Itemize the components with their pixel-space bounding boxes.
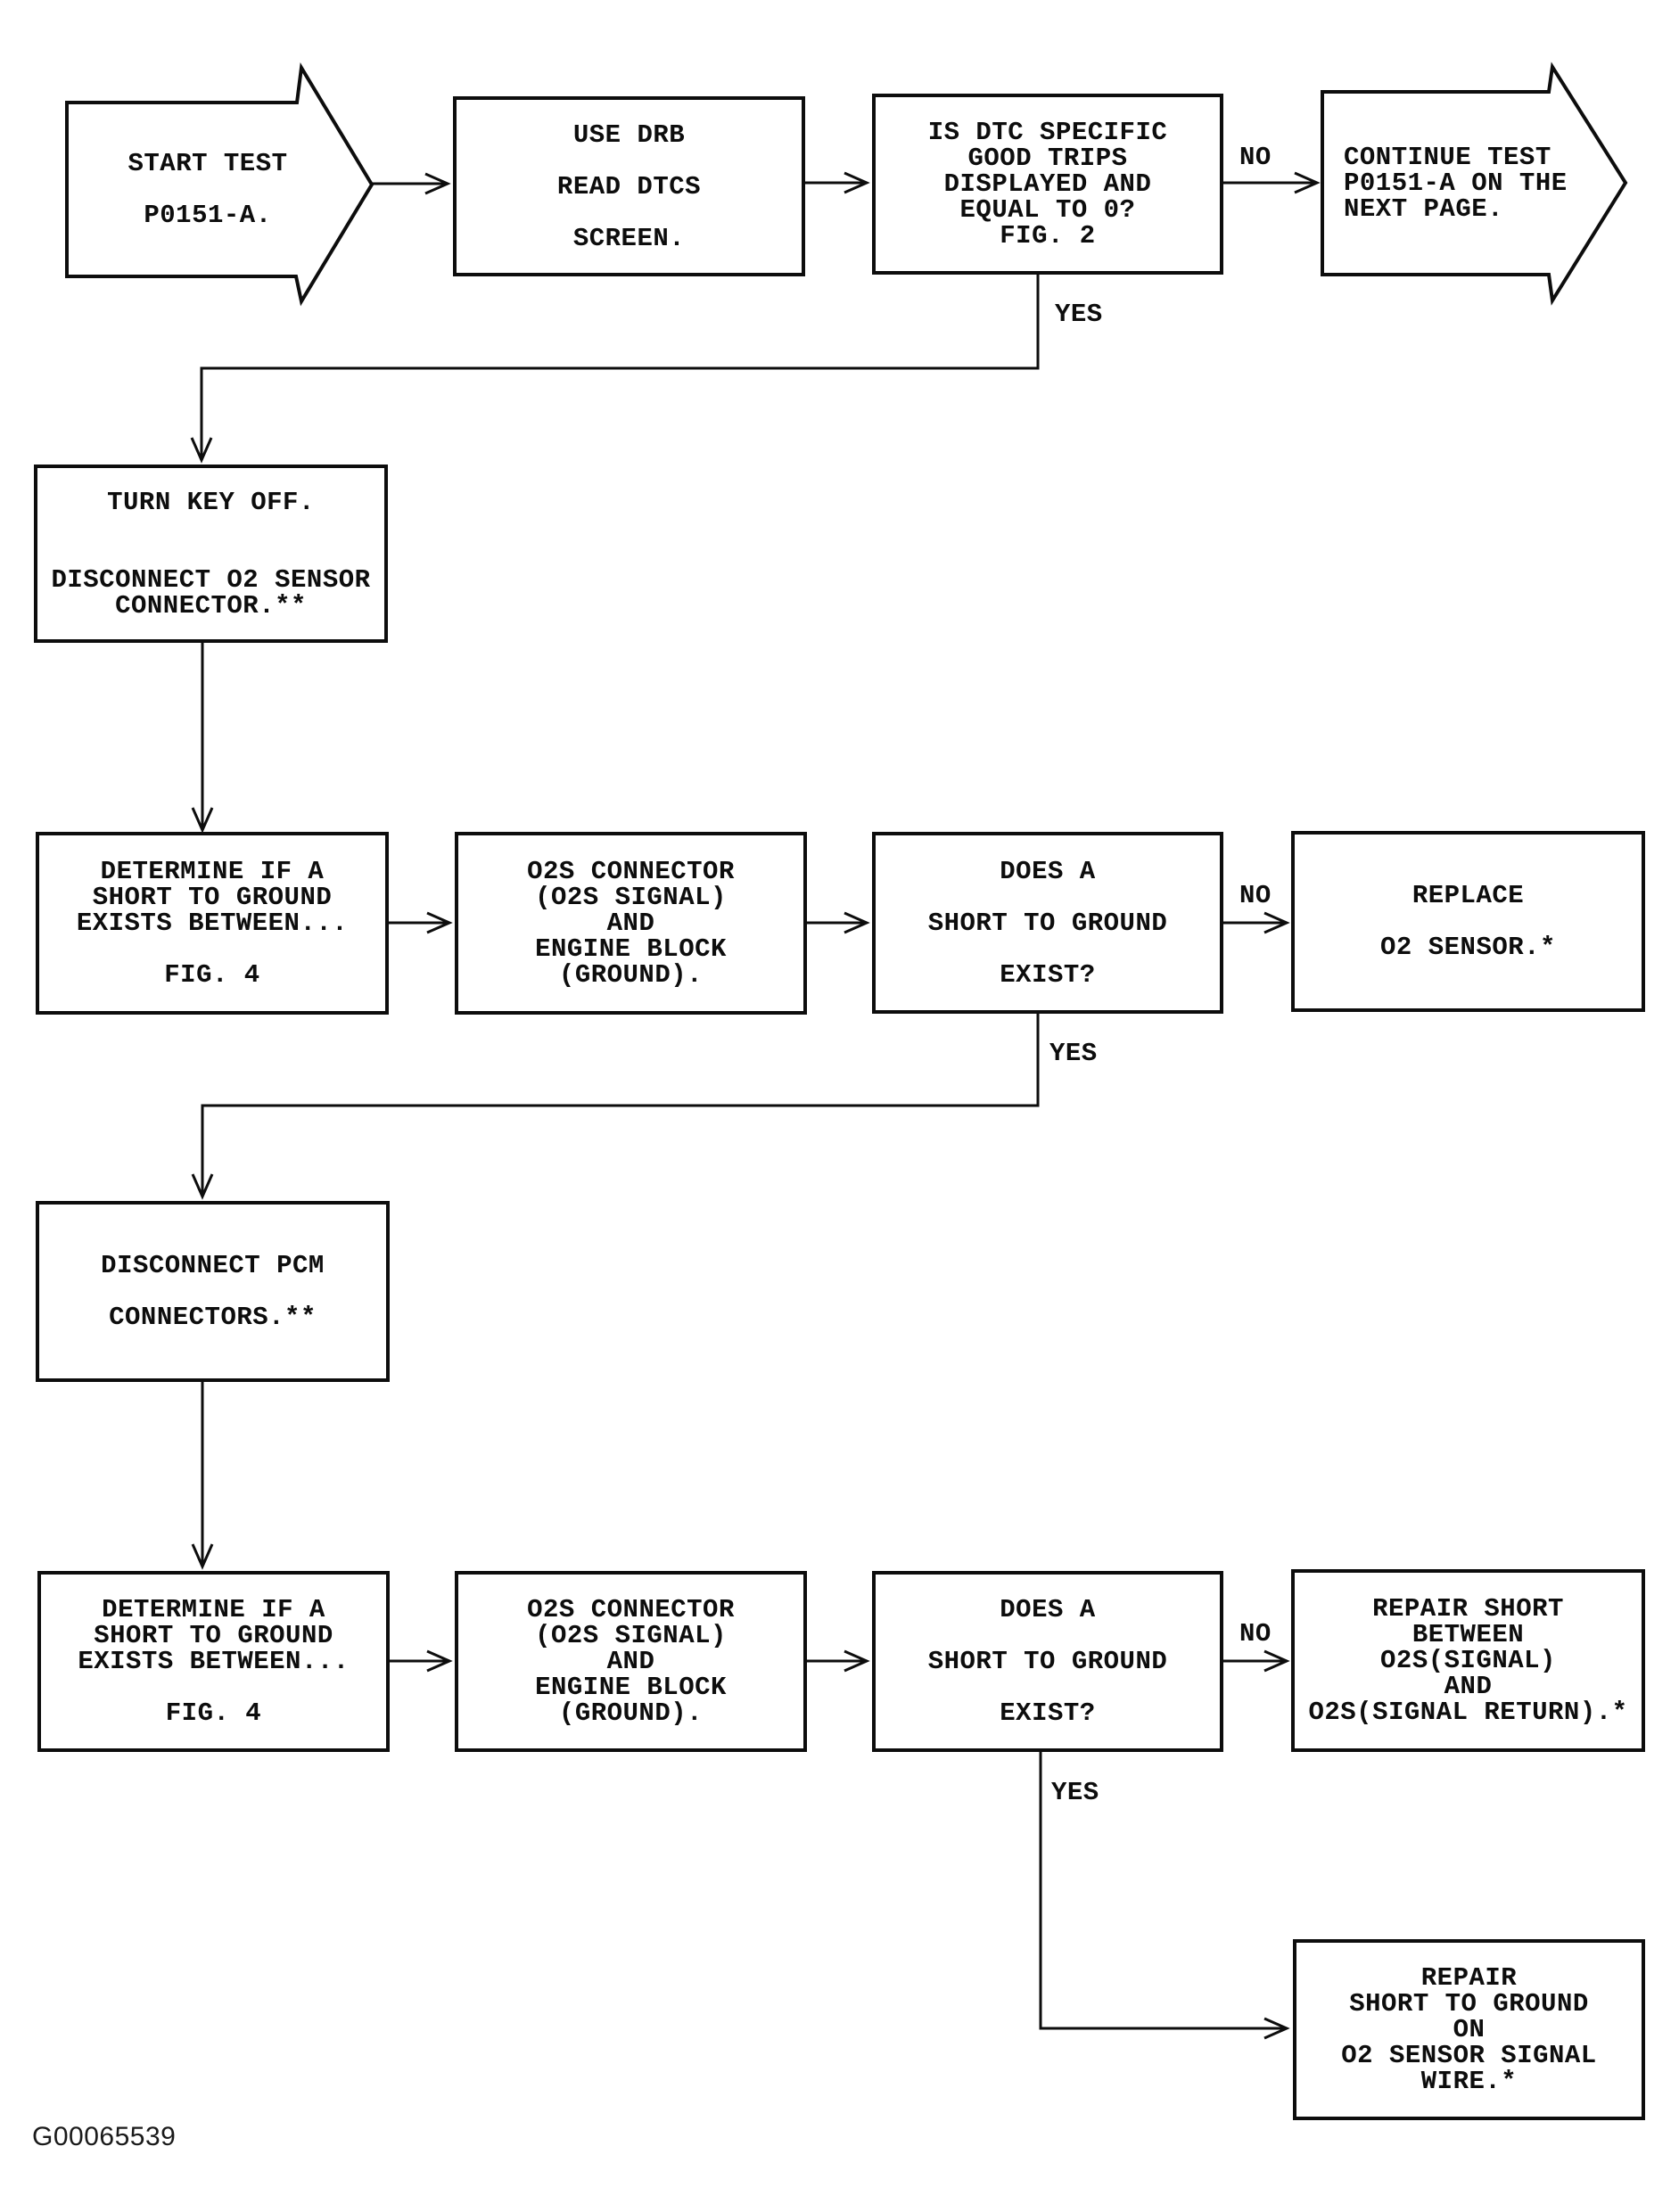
no-label-1: NO [1239,143,1272,172]
text-line: O2S CONNECTOR [527,1595,735,1624]
text-line: FIG. 4 [165,1698,262,1728]
text-line: P0151-A. [144,201,272,230]
text-line: ENGINE BLOCK [535,934,727,964]
text-line: DOES A [1000,856,1096,886]
arrowhead-down [191,807,214,834]
arrowhead-right [844,1649,870,1673]
yes-label-3: YES [1051,1778,1099,1807]
text-line: REPAIR SHORT [1372,1594,1564,1624]
text-line: FIG. 4 [164,960,260,990]
text-line: IS DTC SPECIFIC [927,118,1168,147]
figure-id: G00065539 [32,2122,177,2151]
text-line: AND [606,909,655,938]
text-line: DISCONNECT PCM [101,1251,325,1280]
text-line: CONNECTOR.** [115,590,307,621]
start-node: START TEST P0151-A. [67,103,349,276]
text-line: SHORT TO GROUND [1349,1989,1589,2019]
yes-label-1: YES [1055,300,1103,329]
text-line: O2 SENSOR SIGNAL [1341,2041,1597,2070]
text-line: USE DRB [572,119,686,150]
no-label-2: NO [1239,881,1272,910]
arrowhead-right [1263,911,1290,934]
text-line: ON [1453,2015,1486,2044]
text-line: SCREEN. [572,223,686,253]
text-line: NEXT PAGE. [1344,194,1504,224]
text-line: O2S CONNECTOR [527,857,735,886]
continue-arrow-shape [1321,62,1628,306]
decision-short-exists-2: DOES A SHORT TO GROUND EXIST? [872,1571,1223,1752]
text-line: FIG. 2 [1000,221,1096,251]
arrowhead-right [844,171,870,194]
text-line: SHORT TO GROUND [92,883,333,912]
text-line: EXISTS BETWEEN... [76,909,349,938]
arrowhead-right [426,911,453,934]
text-line: EXIST? [1000,959,1096,990]
text-line: REPLACE [1412,881,1525,910]
text-line: REPAIR [1420,1963,1518,1993]
arrowhead-right [1263,2017,1290,2040]
terminal-replace-o2-sensor: REPLACE O2 SENSOR.* [1291,831,1645,1012]
arrowhead-right [1294,171,1321,194]
arrowhead-down [190,437,213,464]
text-line: SHORT TO GROUND [927,908,1168,938]
text-line: O2 SENSOR.* [1380,933,1556,962]
arrowhead-right [424,172,451,195]
process-use-drb: USE DRB READ DTCS SCREEN. [453,96,805,276]
text-line: DISCONNECT O2 SENSOR [51,564,371,595]
text-line: DETERMINE IF A [100,857,325,886]
arrowhead-down [191,1543,214,1570]
yes-label-2: YES [1049,1039,1098,1068]
text-line: START TEST [128,149,288,178]
text-line: (O2S SIGNAL) [535,1621,727,1650]
text-line: P0151-A ON THE [1344,169,1568,198]
text-line: O2S(SIGNAL RETURN).* [1308,1698,1628,1727]
arrowhead-right [426,1649,453,1673]
text-line: EXIST? [1000,1698,1096,1728]
text-line: DISPLAYED AND [943,169,1152,199]
text-line: O2S(SIGNAL) [1380,1646,1556,1675]
no-label-3: NO [1239,1619,1272,1649]
text-line: EQUAL TO 0? [959,195,1136,225]
text-line: WIRE.* [1420,2067,1518,2096]
text-line: (GROUND). [558,960,704,990]
text-line: CONTINUE TEST [1344,143,1551,172]
text-line: AND [606,1647,655,1676]
process-disconnect-pcm: DISCONNECT PCM CONNECTORS.** [36,1201,390,1382]
text-line: SHORT TO GROUND [927,1647,1168,1676]
text-line: TURN KEY OFF. [107,487,315,517]
text-line: EXISTS BETWEEN... [78,1647,350,1676]
text-line: READ DTCS [556,171,702,201]
text-line: SHORT TO GROUND [94,1621,333,1650]
connector-yes1-elbow [200,275,1040,457]
decision-short-exists-1: DOES A SHORT TO GROUND EXIST? [872,832,1223,1014]
text-line: CONNECTORS.** [109,1303,317,1332]
text-line: DETERMINE IF A [102,1595,325,1624]
start-arrow-shape [65,62,374,307]
connector-yes3-elbow [1039,1752,1284,2030]
text-line: GOOD TRIPS [967,144,1128,173]
arrowhead-down [191,1173,214,1200]
text-line: DOES A [1000,1595,1096,1624]
text-line: AND [1444,1672,1493,1701]
arrowhead-right [1263,1649,1290,1673]
text-line: (GROUND). [558,1698,704,1728]
text-line: BETWEEN [1412,1620,1525,1649]
arrowhead-right [844,911,870,934]
text-line: ENGINE BLOCK [535,1673,727,1702]
text-line: (O2S SIGNAL) [535,883,727,912]
connector-yes2-elbow [201,1014,1040,1194]
